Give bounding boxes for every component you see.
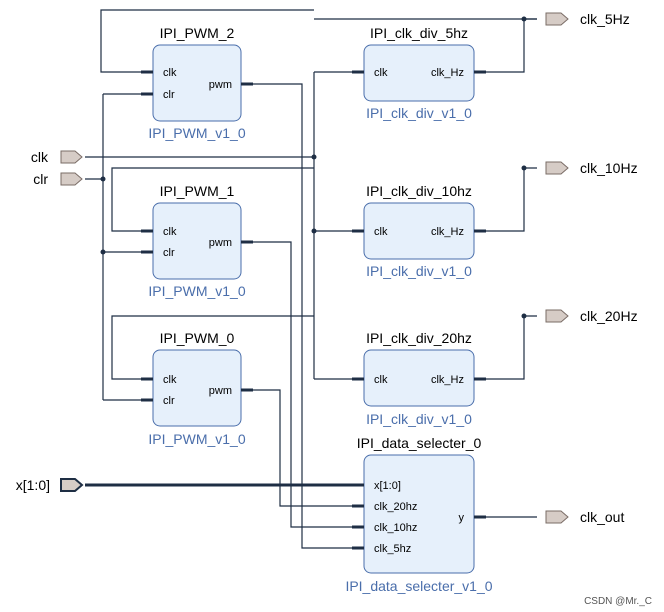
pin-label-pwm: pwm	[209, 237, 232, 249]
block-ip-name: IPI_clk_div_v1_0	[366, 411, 472, 427]
wire-div10-out	[485, 167, 537, 232]
output-port-clk-5hz-label: clk_5Hz	[580, 11, 630, 27]
wires	[85, 9, 537, 549]
wire-pwm0-out	[252, 389, 352, 507]
input-port-clr[interactable]: clr	[33, 171, 83, 187]
pin-label-y: y	[459, 512, 465, 524]
block-ipi-data-selecter-0[interactable]: IPI_data_selecter_0 x[1:0] clk_20hz clk_…	[345, 435, 492, 594]
wire-clk-to-pwm2	[100, 9, 314, 73]
block-title: IPI_data_selecter_0	[357, 435, 482, 451]
block-ipi-clk-div-5hz[interactable]: IPI_clk_div_5hz clk clk_Hz IPI_clk_div_v…	[352, 25, 486, 121]
input-port-clr-shape[interactable]	[60, 172, 83, 186]
block-ipi-pwm-0[interactable]: IPI_PWM_0 clk clr pwm IPI_PWM_v1_0	[141, 330, 253, 447]
input-port-x-shape[interactable]	[60, 478, 84, 492]
pin-label-clk: clk	[163, 226, 177, 238]
pin-label-x: x[1:0]	[374, 480, 401, 492]
output-port-clk-10hz[interactable]: clk_10Hz	[545, 160, 638, 176]
block-title: IPI_clk_div_5hz	[370, 25, 468, 41]
junction-dot	[100, 249, 106, 255]
input-port-clk[interactable]: clk	[31, 149, 83, 165]
junction-dot	[311, 154, 317, 160]
pin-label-clk: clk	[163, 374, 177, 386]
pin-label-clk-hz: clk_Hz	[431, 226, 464, 238]
block-ip-name: IPI_PWM_v1_0	[148, 283, 245, 299]
wire-clk-to-pwm1	[111, 167, 314, 232]
output-port-clk-out-label: clk_out	[580, 509, 624, 525]
block-title: IPI_clk_div_20hz	[366, 330, 472, 346]
output-port-clk-10hz-shape[interactable]	[545, 161, 569, 175]
wire-pwm2-out	[252, 83, 352, 549]
block-body[interactable]	[363, 454, 475, 574]
junctions	[100, 16, 527, 319]
input-port-clr-label: clr	[33, 171, 48, 187]
block-title: IPI_PWM_1	[160, 183, 235, 199]
pin-label-clr: clr	[163, 89, 175, 101]
wire-clk-to-pwm0	[111, 315, 314, 380]
block-title: IPI_PWM_2	[160, 25, 235, 41]
block-title: IPI_clk_div_10hz	[366, 183, 472, 199]
output-port-clk-10hz-label: clk_10Hz	[580, 160, 638, 176]
output-port-clk-out-shape[interactable]	[545, 510, 569, 524]
output-port-clk-20hz-shape[interactable]	[545, 309, 569, 323]
output-port-clk-20hz-label: clk_20Hz	[580, 308, 638, 324]
output-port-clk-20hz[interactable]: clk_20Hz	[545, 308, 638, 324]
block-ipi-pwm-1[interactable]: IPI_PWM_1 clk clr pwm IPI_PWM_v1_0	[141, 183, 253, 299]
wire-div20-out	[485, 315, 537, 380]
block-title: IPI_PWM_0	[160, 330, 235, 346]
block-ipi-pwm-2[interactable]: IPI_PWM_2 clk clr pwm IPI_PWM_v1_0	[141, 25, 253, 141]
junction-dot	[521, 165, 527, 171]
block-ipi-clk-div-10hz[interactable]: IPI_clk_div_10hz clk clk_Hz IPI_clk_div_…	[352, 183, 486, 279]
pin-label-clk-20hz: clk_20hz	[374, 501, 417, 513]
pin-label-clr: clr	[163, 395, 175, 407]
wire-pwm1-out	[252, 241, 352, 528]
junction-dot	[521, 16, 527, 22]
junction-dot	[100, 176, 106, 182]
input-port-clk-shape[interactable]	[60, 150, 83, 164]
pin-label-clk: clk	[374, 67, 388, 79]
output-port-clk-out[interactable]: clk_out	[545, 509, 624, 525]
pin-label-clk: clk	[374, 226, 388, 238]
junction-dot	[311, 228, 317, 234]
pin-label-clk-hz: clk_Hz	[431, 374, 464, 386]
pin-label-clk-5hz: clk_5hz	[374, 543, 411, 555]
pin-label-clk: clk	[374, 374, 388, 386]
input-port-x-label: x[1:0]	[16, 477, 50, 493]
wire-div5-out	[485, 18, 537, 73]
pin-label-pwm: pwm	[209, 385, 232, 397]
block-ipi-clk-div-20hz[interactable]: IPI_clk_div_20hz clk clk_Hz IPI_clk_div_…	[352, 330, 486, 427]
pin-label-pwm: pwm	[209, 79, 232, 91]
block-body[interactable]	[152, 349, 242, 427]
watermark: CSDN @Mr._C	[584, 596, 652, 607]
block-ip-name: IPI_PWM_v1_0	[148, 125, 245, 141]
input-port-x[interactable]: x[1:0]	[16, 477, 84, 493]
junction-dot	[521, 313, 527, 319]
input-port-clk-label: clk	[31, 149, 49, 165]
output-port-clk-5hz-shape[interactable]	[545, 12, 569, 26]
output-port-clk-5hz[interactable]: clk_5Hz	[545, 11, 630, 27]
block-ip-name: IPI_clk_div_v1_0	[366, 105, 472, 121]
pin-label-clk-10hz: clk_10hz	[374, 522, 417, 534]
pin-label-clk-hz: clk_Hz	[431, 67, 464, 79]
pin-label-clr: clr	[163, 247, 175, 259]
block-ip-name: IPI_data_selecter_v1_0	[345, 578, 492, 594]
pin-label-clk: clk	[163, 67, 177, 79]
block-ip-name: IPI_clk_div_v1_0	[366, 263, 472, 279]
block-ip-name: IPI_PWM_v1_0	[148, 431, 245, 447]
